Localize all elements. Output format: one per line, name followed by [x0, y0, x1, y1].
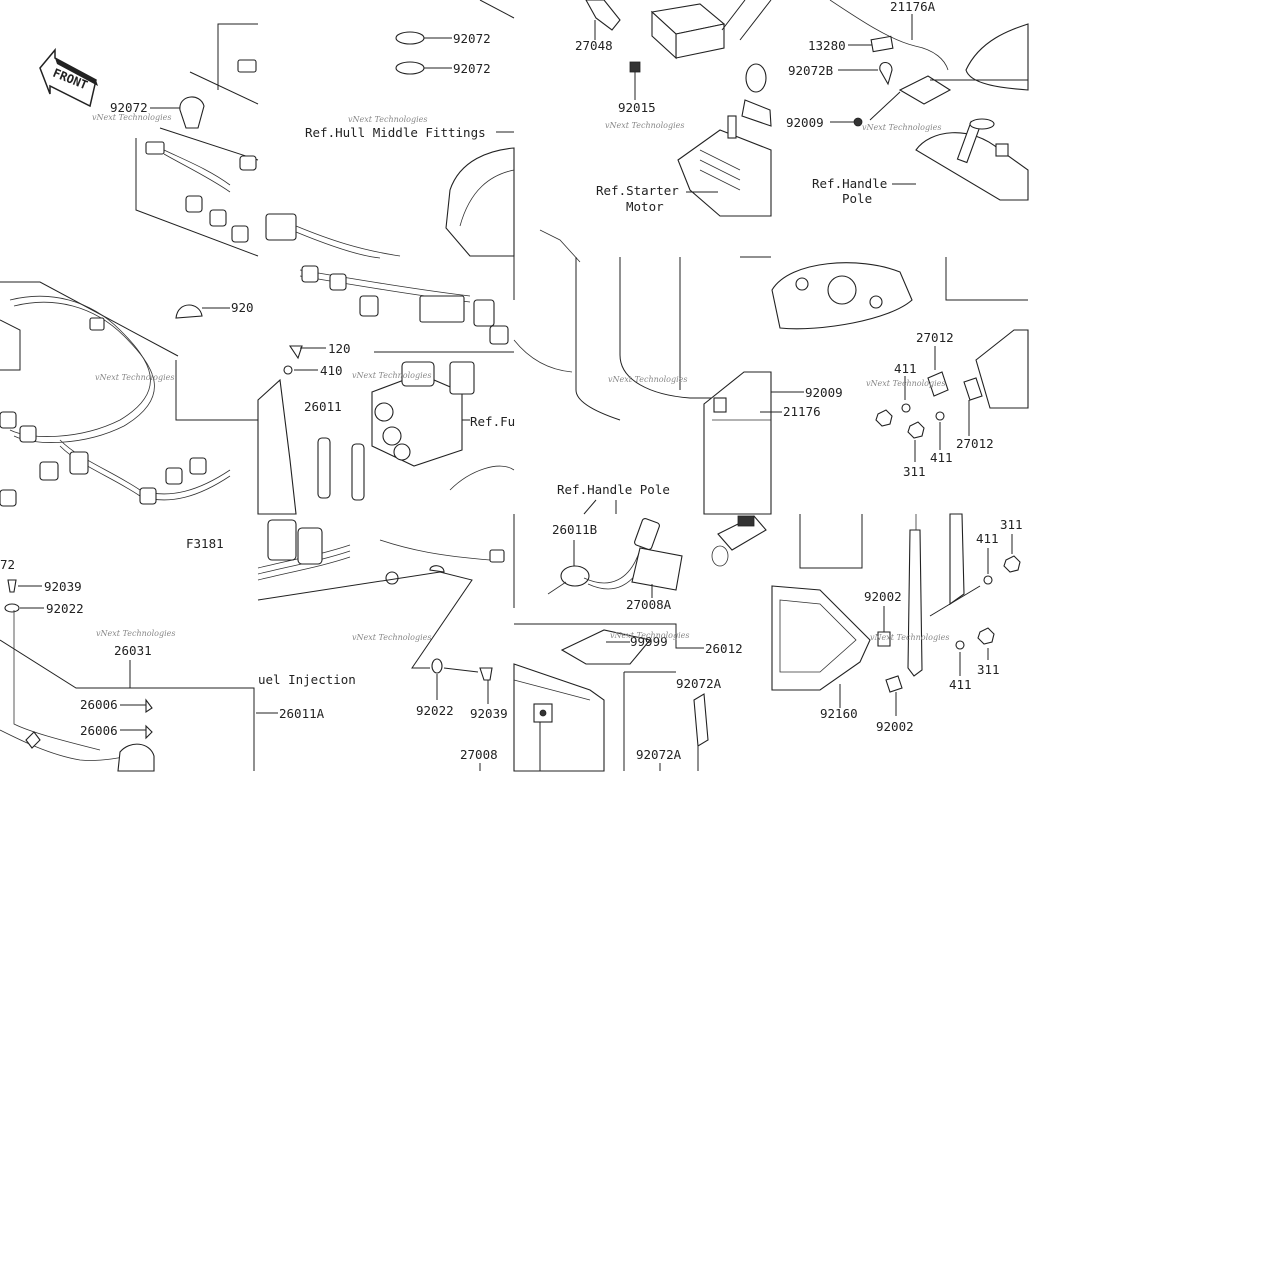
wiring-harness-part [0, 295, 231, 507]
watermark: vNext Technologies [610, 631, 689, 640]
battery-tray-part [771, 585, 871, 691]
tile-8: 27012 411 27012 411 311 vNext Technologi… [771, 257, 1029, 479]
part-label: 99999 [630, 634, 668, 649]
part-label: 120 [328, 341, 351, 356]
tile-1: FRONT 92072 vNext Technologies [39, 23, 259, 257]
watermark: vNext Technologies [352, 371, 431, 380]
handle-pole-base-part [771, 262, 913, 330]
part-label: 92022 [416, 703, 454, 718]
watermark: vNext Technologies [866, 379, 945, 388]
clamp-part [395, 31, 425, 75]
part-label: 92015 [618, 100, 656, 115]
part-label: 26012 [705, 641, 743, 656]
tile-11: Ref.Handle Pole 26011B 27008A 99999 2601… [460, 482, 767, 772]
reference-label: Ref.Hull Middle Fittings [305, 125, 486, 140]
strap-part [907, 513, 965, 677]
part-label: 72 [0, 557, 15, 572]
part-label: 92160 [820, 706, 858, 721]
part-label: 311 [977, 662, 1000, 677]
part-label: 27008A [626, 597, 672, 612]
watermark: vNext Technologies [605, 121, 684, 130]
front-arrow-icon: FRONT [39, 47, 98, 108]
part-label: 411 [976, 531, 999, 546]
tile-9: F3181 72 92039 92022 26031 26006 26006 2… [0, 536, 325, 772]
part-label: 26006 [80, 723, 118, 738]
battery-part [703, 371, 772, 515]
reference-label: Ref.Handle [812, 176, 887, 191]
watermark: vNext Technologies [348, 115, 427, 124]
reference-label: uel Injection [258, 672, 356, 687]
part-label: 26006 [80, 697, 118, 712]
part-label: 92002 [864, 589, 902, 604]
tile-6: 120 410 26011 Ref.Fu vNext Technologies [257, 265, 515, 515]
watermark: vNext Technologies [608, 375, 687, 384]
part-label: 27008 [460, 747, 498, 762]
watermark: vNext Technologies [96, 629, 175, 638]
part-label: 311 [903, 464, 926, 479]
battery-part [513, 663, 605, 772]
part-label: 92039 [470, 706, 508, 721]
watermark: vNext Technologies [92, 113, 171, 122]
reference-label: Ref.Fu [470, 414, 515, 429]
reference-label: Ref.Starter [596, 183, 679, 198]
part-label: 21176 [783, 404, 821, 419]
part-label: 92009 [805, 385, 843, 400]
ignition-coil-part [317, 361, 475, 501]
part-label: 26011 [304, 399, 342, 414]
switch-part [547, 515, 767, 595]
tile-10: uel Injection 92022 92039 vNext Technolo… [257, 514, 515, 721]
reference-label: Motor [626, 199, 664, 214]
part-label: 26031 [114, 643, 152, 658]
part-label: 27012 [956, 436, 994, 451]
part-label: 92072 [453, 31, 491, 46]
part-label: 26011B [552, 522, 597, 537]
reference-label: Pole [842, 191, 872, 206]
part-label: 411 [930, 450, 953, 465]
part-label: 26011A [279, 706, 325, 721]
part-label: 92072 [110, 100, 148, 115]
part-label: 27048 [575, 38, 613, 53]
wiring-harness-part [257, 519, 505, 585]
tile-5: 920 vNext Technologies [0, 281, 258, 507]
drawing-number: F3181 [186, 536, 224, 551]
part-label: 411 [894, 361, 917, 376]
handle-pole-part [915, 23, 1029, 201]
tile-4: 21176A 13280 92072B 92009 Ref.Handle Pol… [786, 0, 1029, 206]
part-label: 410 [320, 363, 343, 378]
reference-label: Ref.Handle Pole [557, 482, 670, 497]
part-label: 920 [231, 300, 254, 315]
part-label: 21176A [890, 0, 936, 14]
clamp-part [179, 96, 205, 129]
watermark: vNext Technologies [95, 373, 174, 382]
part-label: 411 [949, 677, 972, 692]
watermark: vNext Technologies [352, 633, 431, 642]
watermark: vNext Technologies [870, 633, 949, 642]
part-label: 92039 [44, 579, 82, 594]
nut-part [875, 371, 983, 439]
part-label: 92072B [788, 63, 833, 78]
part-label: 27012 [916, 330, 954, 345]
tile-2: 92072 92072 Ref.Hull Middle Fittings vNe… [265, 0, 515, 259]
relay-part [650, 3, 726, 60]
starter-motor-part [677, 63, 772, 217]
part-label: 92072 [453, 61, 491, 76]
tile-12: 92160 411 311 311 411 92002 92002 vNext … [771, 513, 1023, 734]
part-label: 92072A [636, 747, 682, 762]
tile-7: 92009 21176 vNext Technologies [513, 229, 843, 515]
tile-3: 27048 92015 Ref.Starter Motor vNext Tech… [575, 0, 772, 217]
part-label: 92022 [46, 601, 84, 616]
part-label: 311 [1000, 517, 1023, 532]
part-label: 92072A [676, 676, 722, 691]
connector-part [145, 59, 257, 243]
watermark: vNext Technologies [862, 123, 941, 132]
part-label: 92002 [876, 719, 914, 734]
part-label: 92009 [786, 115, 824, 130]
wiring-harness-part [299, 265, 509, 345]
part-label: 13280 [808, 38, 846, 53]
